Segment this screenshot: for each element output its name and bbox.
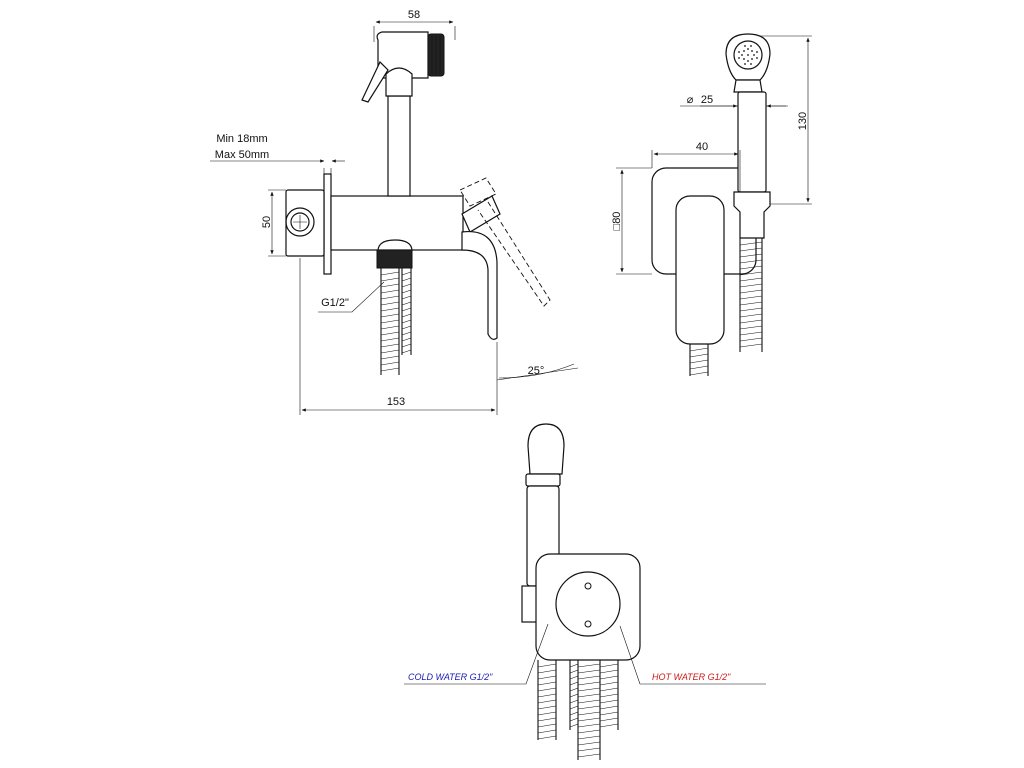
dim-153: 153 xyxy=(387,396,405,408)
mixer-handle xyxy=(459,177,551,340)
valve-disc xyxy=(555,571,621,637)
dim-wall-min: Min 18mm xyxy=(216,133,267,145)
dim-58: 58 xyxy=(408,9,420,21)
nozzle-hole xyxy=(743,58,745,60)
shower-head xyxy=(361,31,445,103)
wall-fitting xyxy=(285,189,325,257)
dim-25: 25 xyxy=(701,94,713,106)
side-view xyxy=(285,31,579,415)
side-view-dimensions: 58 Min 18mm Max 50mm 50 G1/2" 25° 153 xyxy=(210,9,575,412)
nozzle-hole xyxy=(741,54,743,56)
nozzle-hole xyxy=(738,57,740,59)
nozzle-hole xyxy=(744,63,746,65)
dim-130: 130 xyxy=(797,112,809,130)
dim-wall-max: Max 50mm xyxy=(215,149,269,161)
nozzle-hole xyxy=(750,63,752,65)
nozzle-hole xyxy=(747,54,749,56)
mixer-handle-front xyxy=(675,195,725,345)
cold-water-label: COLD WATER G1/2" xyxy=(408,672,493,682)
port-bottom xyxy=(584,620,592,628)
diameter-symbol: ⌀ xyxy=(687,94,694,106)
flexible-hoses xyxy=(380,268,412,375)
port-top xyxy=(584,582,592,590)
riser-pipe-front xyxy=(737,91,767,193)
riser-pipe xyxy=(387,95,411,197)
rear-view xyxy=(521,423,641,760)
nozzle-hole xyxy=(743,50,745,52)
nozzle-hole xyxy=(751,58,753,60)
shower-holder xyxy=(525,423,565,487)
nozzle-hole xyxy=(744,45,746,47)
front-view xyxy=(651,33,771,376)
shower-head-front xyxy=(725,33,771,93)
wall-plate xyxy=(323,173,332,275)
nozzle-hole xyxy=(753,54,755,56)
fitting-ring xyxy=(285,207,315,237)
nozzle-hole xyxy=(756,51,758,53)
dim-40: 40 xyxy=(696,141,708,153)
nozzle-hole xyxy=(747,60,749,62)
trigger-lever xyxy=(361,60,389,103)
dim-angle: 25° xyxy=(528,365,545,377)
dim-50: 50 xyxy=(261,216,273,228)
flexible-hoses-front xyxy=(689,238,763,376)
dim-80: □80 xyxy=(611,212,623,231)
nozzle-hole xyxy=(756,57,758,59)
outlet-valve xyxy=(376,239,413,269)
dim-thread: G1/2" xyxy=(321,297,349,309)
nozzle-hole xyxy=(751,50,753,52)
flexible-hoses-rear xyxy=(537,660,619,760)
hot-water-label: HOT WATER G1/2" xyxy=(652,672,731,682)
rear-view-labels: COLD WATER G1/2" HOT WATER G1/2" xyxy=(404,623,766,685)
front-view-dimensions: 130 ⌀ 25 40 □80 xyxy=(611,35,812,275)
nozzle-hole xyxy=(747,48,749,50)
nozzle-hole xyxy=(750,45,752,47)
nozzle-hole xyxy=(738,51,740,53)
